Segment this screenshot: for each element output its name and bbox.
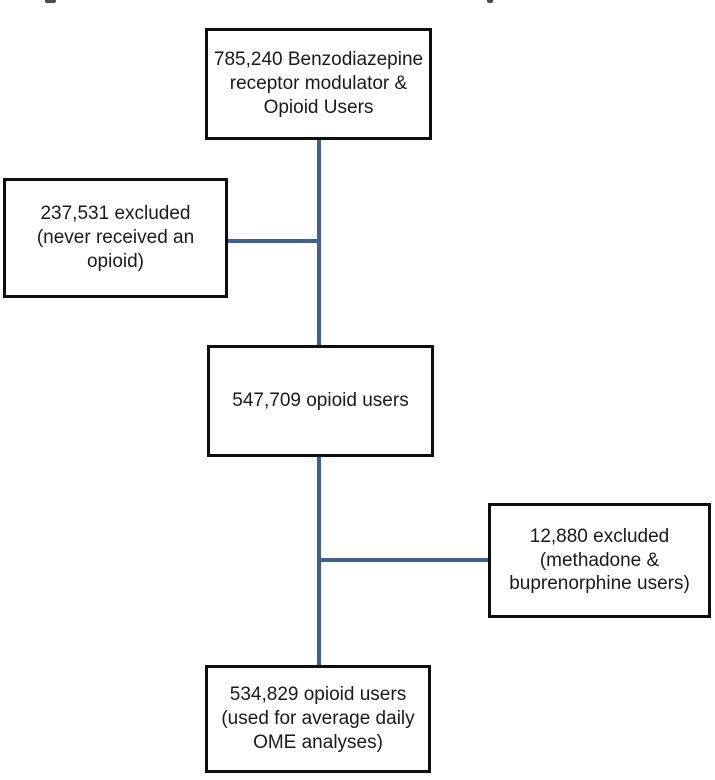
- flow-box-excluded-methadone-buprenorphine-text: 12,880 excluded (methadone & buprenorphi…: [509, 525, 690, 595]
- flow-box-excluded-never-opioid-text: 237,531 excluded (never received an opio…: [36, 203, 195, 272]
- flow-box-total-cohort: 785,240 Benzodiazepine receptor modulato…: [205, 28, 432, 140]
- connector-to-left-exclusion: [227, 239, 319, 243]
- flow-box-total-cohort-text: 785,240 Benzodiazepine receptor modulato…: [213, 49, 424, 118]
- connector-to-right-exclusion: [320, 558, 488, 562]
- flow-box-excluded-methadone-buprenorphine: 12,880 excluded (methadone & buprenorphi…: [488, 503, 711, 618]
- flow-box-opioid-users: 547,709 opioid users: [207, 345, 434, 457]
- connector-top-to-middle: [317, 140, 321, 345]
- flow-box-final-cohort: 534,829 opioid users (used for average d…: [205, 665, 431, 773]
- flow-box-final-cohort-text: 534,829 opioid users (used for average d…: [221, 684, 415, 753]
- cropped-caption-artifact: [487, 0, 493, 3]
- connector-middle-to-final: [317, 457, 321, 665]
- flow-box-excluded-never-opioid: 237,531 excluded (never received an opio…: [3, 178, 228, 298]
- flow-box-opioid-users-text: 547,709 opioid users: [232, 390, 409, 412]
- cropped-caption-artifact: [45, 0, 56, 3]
